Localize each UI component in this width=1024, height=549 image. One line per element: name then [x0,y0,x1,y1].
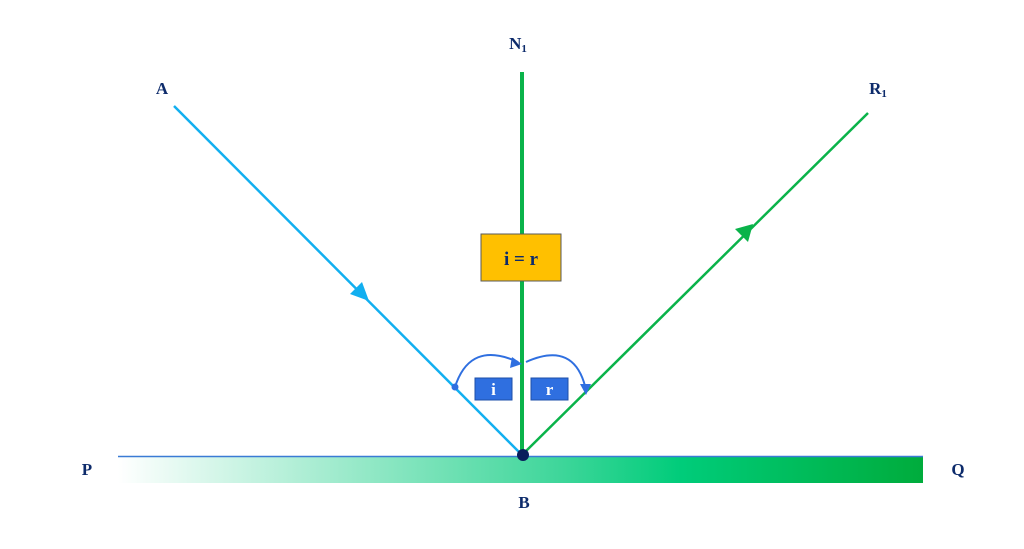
label-n1: N1 [509,34,527,55]
angle-r-arrow-icon [580,384,591,395]
reflected-ray [521,112,869,456]
label-p: P [82,460,92,479]
mirror-surface [118,457,923,483]
angle-i-arc [454,354,519,388]
reflected-ray-arrow-icon [735,224,753,242]
point-b-dot [517,449,529,461]
angle-i-arc-start [451,383,459,391]
label-a: A [156,79,169,98]
equation-box: i = r [480,233,562,282]
incident-ray [173,105,523,456]
incident-ray-arrow-icon [350,282,369,301]
label-b: B [518,493,529,512]
angle-i-arrow-icon [510,357,522,368]
label-q: Q [951,460,964,479]
equation-label: i = r [504,249,539,270]
label-r1: R1 [869,79,887,100]
angle-r-arc [525,354,587,391]
angle-r-box: r [530,377,569,401]
angle-r-label: r [546,380,554,399]
angle-i-label: i [491,380,496,399]
angle-i-box: i [474,377,513,401]
